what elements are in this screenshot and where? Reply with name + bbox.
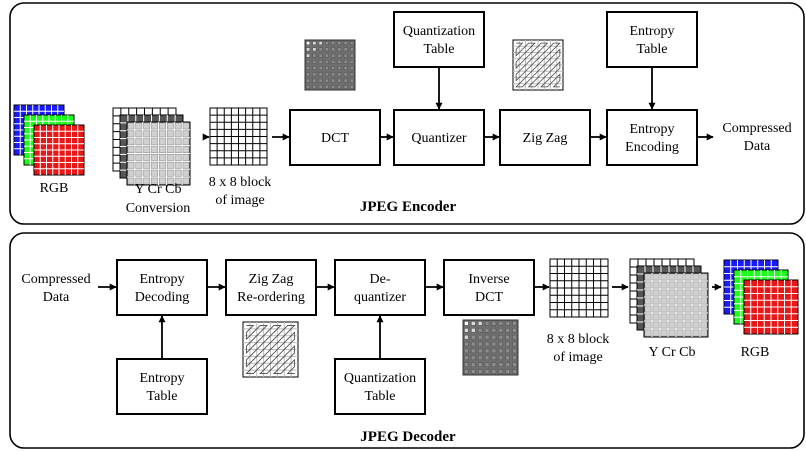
- encoder-entropy-table-line2: Table: [637, 42, 668, 57]
- decoder-entropy-decoding-line2: Decoding: [135, 290, 189, 305]
- encoder-entropy-table-line1: Entropy: [629, 24, 674, 39]
- decoder-dequantizer-box: [334, 259, 426, 316]
- encoder-dct-coefficient-icon: [304, 39, 356, 91]
- decoder-quantization-table-box: [334, 358, 426, 415]
- decoder-block-label-line1: 8 x 8 block: [547, 332, 610, 347]
- decoder-inverse-dct-box: [443, 259, 535, 316]
- decoder-ycrcb-stack-icon: [629, 258, 709, 338]
- encoder-output-line2: Data: [744, 139, 771, 154]
- decoder-inverse-dct-line1: Inverse: [468, 272, 509, 287]
- encoder-ycrcb-stack-icon: [112, 107, 191, 186]
- decoder-entropy-table-box: [116, 358, 208, 415]
- rgb-red-channel-grid: [33, 124, 85, 176]
- decoder-zigzag-line2: Re-ordering: [237, 290, 305, 305]
- decoder-entropy-table-line1: Entropy: [139, 371, 184, 386]
- decoder-inverse-dct-line2: DCT: [475, 290, 503, 305]
- encoder-ycrcb-label-line2: Conversion: [126, 201, 191, 216]
- encoder-quantizer-label: Quantizer: [411, 131, 467, 146]
- decoder-zigzag-icon: [242, 321, 299, 378]
- decoder-block-grid: [549, 258, 609, 318]
- encoder-entropy-encoding-box: [606, 109, 698, 166]
- decoder-panel: Compressed Data Entropy Decoding Zig Zag…: [9, 232, 805, 449]
- encoder-panel: RGB Y Cr Cb Conversion 8 x 8 block of im…: [9, 2, 805, 225]
- encoder-output-line1: Compressed: [722, 121, 791, 136]
- decoder-entropy-table-line2: Table: [147, 389, 178, 404]
- encoder-quantizer-box: [393, 109, 485, 166]
- encoder-quant-table-line1: Quantization: [403, 24, 475, 39]
- decoder-input-line1: Compressed: [21, 272, 90, 287]
- encoder-quant-table-line2: Table: [424, 42, 455, 57]
- encoder-zigzag-icon: [512, 39, 564, 91]
- decoder-dequantizer-line2: quantizer: [354, 290, 406, 305]
- encoder-quantization-table-box: [393, 11, 485, 68]
- encoder-8x8-block-icon: [209, 107, 268, 166]
- decoder-rgb-label: RGB: [741, 345, 770, 360]
- decoder-title: JPEG Decoder: [360, 429, 456, 445]
- encoder-rgb-stack-icon: [13, 104, 85, 176]
- decoder-entropy-decoding-box: [116, 259, 208, 316]
- encoder-block-label-line2: of image: [215, 193, 264, 208]
- encoder-zigzag-label: Zig Zag: [523, 131, 568, 146]
- encoder-block-grid: [209, 107, 268, 166]
- encoder-ycrcb-label-line1: Y Cr Cb: [135, 182, 182, 197]
- encoder-entropy-encoding-line2: Encoding: [625, 140, 679, 155]
- decoder-dequantizer-line1: De-: [370, 272, 391, 287]
- decoder-block-label-line2: of image: [553, 350, 602, 365]
- decoder-zigzag-line1: Zig Zag: [249, 272, 294, 287]
- decoder-ycrcb-label: Y Cr Cb: [649, 345, 696, 360]
- decoder-quant-table-line2: Table: [365, 389, 396, 404]
- rgb-red-channel-grid: [743, 279, 799, 335]
- encoder-zigzag-box: [499, 109, 591, 166]
- encoder-block-label-line1: 8 x 8 block: [209, 175, 272, 190]
- encoder-dct-box: [289, 109, 381, 166]
- decoder-entropy-decoding-line1: Entropy: [139, 272, 184, 287]
- decoder-quant-table-line1: Quantization: [344, 371, 416, 386]
- encoder-title: JPEG Encoder: [360, 199, 457, 215]
- decoder-rgb-stack-icon: [723, 259, 799, 335]
- zigzag-scan-path: [515, 42, 561, 88]
- zigzag-scan-path: [245, 325, 296, 374]
- decoder-8x8-block-icon: [549, 258, 609, 318]
- encoder-dct-label: DCT: [321, 131, 349, 146]
- decoder-dct-coefficient-icon: [462, 319, 519, 376]
- encoder-rgb-label: RGB: [40, 181, 69, 196]
- decoder-input-line2: Data: [43, 290, 70, 305]
- decoder-zigzag-box: [225, 259, 317, 316]
- encoder-entropy-encoding-line1: Entropy: [629, 122, 674, 137]
- encoder-entropy-table-box: [606, 11, 698, 68]
